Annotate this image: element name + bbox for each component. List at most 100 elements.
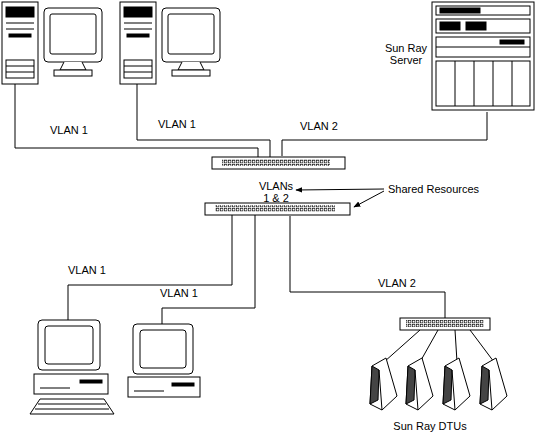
- drive-slot: [9, 34, 31, 37]
- drive-slot: [172, 383, 194, 386]
- callout-arrow: [296, 189, 384, 190]
- desktop-pc: [30, 320, 114, 414]
- device-label: Sun Ray DTUs: [360, 420, 500, 432]
- vlan-label: VLAN 1: [68, 264, 106, 276]
- dtu-body: [406, 358, 433, 410]
- dtu-wire: [384, 330, 420, 362]
- drive-slot: [80, 380, 102, 383]
- server-rack: [432, 2, 534, 110]
- tower-case: [2, 2, 38, 84]
- monitor-case: [133, 324, 193, 374]
- rack-line: [474, 61, 475, 106]
- rack-module: [436, 61, 530, 106]
- rack-slot: [440, 22, 460, 30]
- dtu-body: [370, 358, 397, 410]
- rack-slot: [500, 40, 524, 44]
- switch-ports: [222, 159, 330, 166]
- callout-text: Shared Resources: [388, 183, 479, 195]
- panel-line: [124, 29, 152, 30]
- monitor-screen: [168, 14, 214, 54]
- device-label: VLANs 1 & 2: [258, 180, 294, 204]
- panel-line: [124, 23, 152, 24]
- rack-slot: [466, 22, 486, 30]
- monitor-base: [54, 70, 92, 76]
- switch-ports: [406, 320, 484, 327]
- callout-arrow: [354, 191, 384, 207]
- dtu-wire: [420, 330, 438, 362]
- rack-line: [436, 47, 530, 48]
- monitor-stand: [60, 62, 86, 70]
- device-label: Sun Ray Server: [378, 42, 434, 66]
- switch-case: [212, 157, 345, 169]
- rack-case: [432, 2, 534, 110]
- rack-module: [436, 37, 530, 57]
- dtu-face: [443, 366, 452, 404]
- workstation: [2, 2, 102, 84]
- desktop-pc: [128, 324, 200, 397]
- monitor-screen: [140, 330, 186, 368]
- rack-top-panel: [436, 6, 530, 15]
- drive-bay: [124, 7, 152, 17]
- switch-ports: [215, 205, 335, 212]
- case-line: [134, 391, 164, 392]
- network-device: Sun Ray Server: [378, 2, 535, 112]
- workstation: [120, 2, 220, 84]
- monitor-base: [172, 70, 210, 76]
- monitor-screen: [50, 14, 96, 54]
- rack-display: [440, 8, 480, 13]
- dtu-face: [406, 366, 415, 404]
- network-cable: [290, 216, 445, 318]
- key-row: [38, 404, 106, 405]
- callout-arrows: [296, 189, 384, 207]
- case-line: [40, 388, 70, 389]
- rack-line: [493, 61, 494, 106]
- rack-module: [436, 19, 530, 33]
- monitor-screen: [45, 326, 93, 364]
- vlan-label: VLAN 1: [50, 124, 88, 136]
- network-wire: [68, 215, 232, 320]
- keyboard: [30, 399, 114, 414]
- dtu-wire: [470, 330, 494, 362]
- monitor-case: [44, 8, 102, 62]
- rack-line: [512, 61, 513, 106]
- dtu-unit: [406, 358, 433, 410]
- dtu-edge: [489, 370, 492, 410]
- switch-case: [205, 203, 350, 215]
- panel-line: [6, 23, 34, 24]
- switch-case: [400, 318, 490, 330]
- vent-panel: [124, 60, 152, 78]
- vlan-label: VLAN 1: [160, 287, 198, 299]
- dtu-face: [480, 366, 489, 404]
- dtu-switch: [384, 318, 494, 362]
- network-cable: [282, 112, 487, 156]
- drive-bay: [6, 7, 34, 17]
- network-wire: [137, 84, 270, 157]
- panel-line: [6, 29, 34, 30]
- dtu-face: [370, 366, 379, 404]
- dtu-wire: [455, 330, 457, 362]
- dtu-edge: [379, 370, 382, 410]
- dtu-body: [480, 358, 507, 410]
- dtu-edge: [452, 370, 455, 410]
- drive-slot: [127, 34, 149, 37]
- key-row: [35, 409, 109, 410]
- dtu-unit: [443, 358, 470, 410]
- dtu-body: [443, 358, 470, 410]
- tower-case: [120, 2, 156, 84]
- monitor-case: [38, 320, 100, 370]
- rack-line: [455, 61, 456, 106]
- vent-line: [6, 72, 34, 73]
- monitor-stand: [178, 62, 204, 70]
- network-device: VLANs 1 & 2: [205, 156, 351, 216]
- network-device: Sun Ray DTUs: [360, 318, 500, 432]
- vlan-label: VLAN 2: [300, 120, 338, 132]
- network-wire: [162, 215, 255, 324]
- dtu-unit: [480, 358, 507, 410]
- vent-line: [124, 72, 152, 73]
- dtu-unit: [370, 358, 397, 410]
- vent-line: [124, 66, 152, 67]
- vent-panel: [6, 60, 34, 78]
